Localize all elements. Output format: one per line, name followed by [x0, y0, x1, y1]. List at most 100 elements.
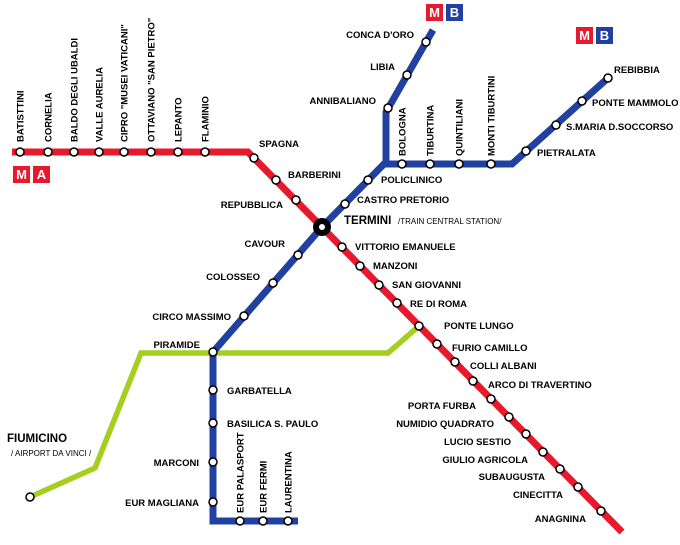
station-dot[interactable]	[432, 339, 442, 349]
station-dot[interactable]	[208, 385, 218, 395]
station-manzoni[interactable]: MANZONI	[355, 261, 417, 272]
station-dot[interactable]	[486, 159, 496, 169]
station-dot[interactable]	[173, 147, 183, 157]
station-dot[interactable]	[521, 429, 531, 439]
station-re-di-roma[interactable]: RE DI ROMA	[392, 298, 467, 310]
station-dot[interactable]	[383, 103, 393, 113]
fiumicino-terminal-dot[interactable]	[25, 492, 35, 502]
station-dot[interactable]	[283, 516, 293, 526]
station-dot[interactable]	[235, 516, 245, 526]
station-giulio-agricola[interactable]: GIULIO AGRICOLA	[442, 447, 548, 466]
station-dot[interactable]	[271, 175, 281, 185]
station-lucio-sestio[interactable]: LUCIO SESTIO	[444, 429, 531, 448]
station-laurentina[interactable]: LAURENTINA	[283, 451, 295, 526]
station-dot[interactable]	[392, 298, 402, 308]
station-lepanto[interactable]: LEPANTO	[173, 97, 185, 157]
station-quintiliani[interactable]: QUINTILIANI	[454, 99, 466, 169]
station-dot[interactable]	[504, 412, 514, 422]
station-piramide[interactable]: PIRAMIDE	[154, 340, 218, 357]
station-dot[interactable]	[397, 159, 407, 169]
station-castro-pretorio[interactable]: CASTRO PRETORIO	[340, 195, 449, 209]
station-san-giovanni[interactable]: SAN GIOVANNI	[374, 280, 461, 291]
station-basilica-s-paulo[interactable]: BASILICA S. PAULO	[208, 418, 318, 430]
station-numidio-quadrato[interactable]: NUMIDIO QUADRATO	[396, 412, 514, 430]
station-dot[interactable]	[425, 159, 435, 169]
station-dot[interactable]	[468, 376, 478, 386]
station-dot[interactable]	[15, 147, 25, 157]
station-dot[interactable]	[573, 482, 583, 492]
station-circo-massimo[interactable]: CIRCO MASSIMO	[152, 311, 249, 323]
station-dot[interactable]	[521, 146, 531, 156]
station-dot[interactable]	[94, 147, 104, 157]
station-rebibbia[interactable]: REBIBBIA	[603, 65, 660, 83]
station-dot[interactable]	[374, 280, 384, 290]
station-dot[interactable]	[450, 357, 460, 367]
station-dot[interactable]	[577, 96, 587, 106]
station-conca-d-oro[interactable]: CONCA D'ORO	[346, 30, 431, 47]
station-dot[interactable]	[538, 447, 548, 457]
station-eur-fermi[interactable]: EUR FERMI	[258, 461, 270, 526]
station-dot[interactable]	[454, 159, 464, 169]
station-bologna[interactable]: BOLOGNA	[397, 107, 409, 169]
station-s-maria-d-soccorso[interactable]: S.MARIA D.SOCCORSO	[551, 120, 673, 133]
station-dot[interactable]	[355, 261, 365, 271]
station-monti-tiburtini[interactable]: MONTI TIBURTINI	[486, 76, 498, 169]
station-dot[interactable]	[603, 73, 613, 83]
station-dot[interactable]	[596, 506, 606, 516]
station-flaminio[interactable]: FLAMINIO	[200, 96, 212, 157]
station-dot[interactable]	[146, 147, 156, 157]
station-dot[interactable]	[293, 250, 303, 260]
station-valle-aurelia[interactable]: VALLE AURELIA	[94, 67, 106, 157]
station-tiburtina[interactable]: TIBURTINA	[425, 105, 437, 169]
station-dot[interactable]	[208, 457, 218, 467]
station-dot[interactable]	[340, 199, 350, 209]
termini-station[interactable]: TERMINI /TRAIN CENTRAL STATION/	[313, 215, 502, 236]
station-colli-albani[interactable]: COLLI ALBANI	[450, 357, 537, 372]
station-furio-camillo[interactable]: FURIO CAMILLO	[432, 339, 527, 354]
station-ottaviano-san-pietro[interactable]: OTTAVIANO "SAN PIETRO"	[146, 18, 158, 157]
station-dot[interactable]	[291, 195, 301, 205]
station-dot[interactable]	[249, 153, 259, 163]
station-vittorio-emanuele[interactable]: VITTORIO EMANUELE	[337, 242, 456, 253]
station-dot[interactable]	[414, 321, 424, 331]
station-dot[interactable]	[268, 278, 278, 288]
station-dot[interactable]	[402, 70, 412, 80]
station-dot[interactable]	[337, 242, 347, 252]
station-cornelia[interactable]: CORNELIA	[43, 92, 55, 157]
station-pietralata[interactable]: PIETRALATA	[521, 146, 596, 159]
station-dot[interactable]	[363, 175, 373, 185]
station-dot[interactable]	[119, 147, 129, 157]
station-barberini[interactable]: BARBERINI	[271, 170, 341, 185]
station-eur-palasport[interactable]: EUR PALASPORT	[235, 432, 247, 526]
station-colosseo[interactable]: COLOSSEO	[206, 272, 278, 288]
station-dot[interactable]	[208, 418, 218, 428]
station-dot[interactable]	[486, 394, 496, 404]
station-dot[interactable]	[551, 120, 561, 130]
station-cinecitta[interactable]: CINECITTA	[513, 482, 583, 501]
station-policlinico[interactable]: POLICLINICO	[363, 175, 442, 186]
station-ponte-mammolo[interactable]: PONTE MAMMOLO	[577, 96, 679, 109]
station-dot[interactable]	[200, 147, 210, 157]
station-garbatella[interactable]: GARBATELLA	[208, 385, 292, 397]
station-dot[interactable]	[555, 464, 565, 474]
station-eur-magliana[interactable]: EUR MAGLIANA	[125, 497, 218, 509]
station-porta-furba[interactable]: PORTA FURBA	[408, 394, 496, 412]
station-dot[interactable]	[258, 516, 268, 526]
station-dot[interactable]	[43, 147, 53, 157]
station-dot[interactable]	[421, 37, 431, 47]
station-dot[interactable]	[208, 347, 218, 357]
station-marconi[interactable]: MARCONI	[154, 457, 218, 469]
station-annibaliano[interactable]: ANNIBALIANO	[310, 96, 393, 113]
station-subaugusta[interactable]: SUBAUGUSTA	[479, 464, 565, 483]
station-baldo-degli-ubaldi[interactable]: BALDO DEGLI UBALDI	[69, 38, 81, 157]
station-ponte-lungo[interactable]: PONTE LUNGO	[414, 321, 514, 332]
fiumicino-terminus[interactable]: FIUMICINO / AIRPORT DA VINCI /	[7, 433, 92, 502]
station-arco-di-travertino[interactable]: ARCO DI TRAVERTINO	[468, 376, 592, 391]
station-anagnina[interactable]: ANAGNINA	[535, 506, 606, 525]
station-repubblica[interactable]: REPUBBLICA	[221, 195, 301, 211]
station-spagna[interactable]: SPAGNA	[249, 139, 299, 163]
station-dot[interactable]	[69, 147, 79, 157]
station-dot[interactable]	[208, 497, 218, 507]
station-cipro-musei-vaticani[interactable]: CIPRO "MUSEI VATICANI"	[119, 24, 131, 157]
station-batisttini[interactable]: BATISTTINI	[15, 90, 27, 157]
